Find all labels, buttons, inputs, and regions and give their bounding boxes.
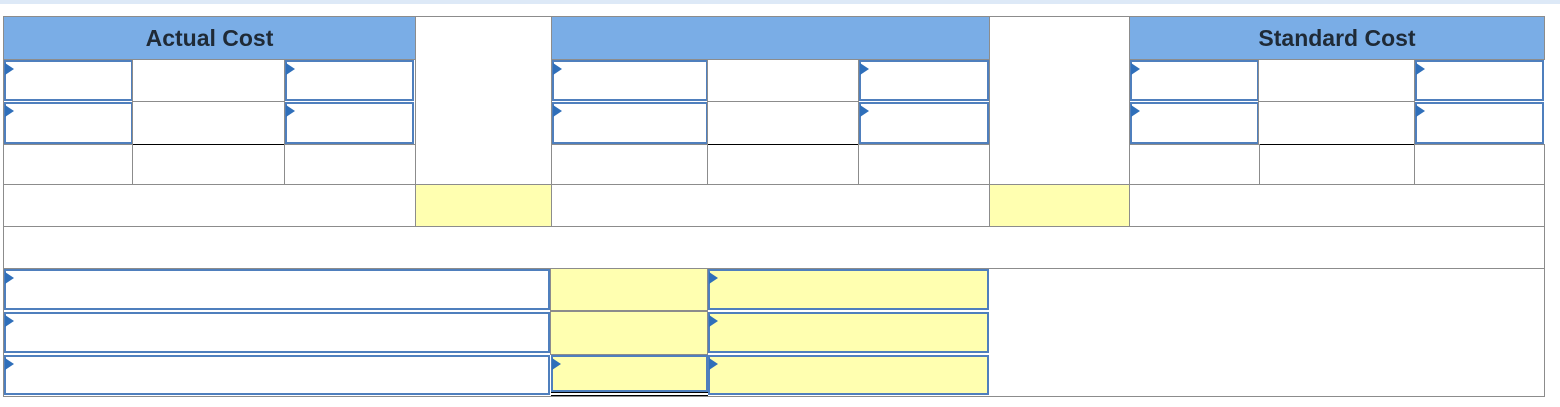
dropdown-marker-icon xyxy=(286,63,295,75)
variance-type-dropdown-2[interactable] xyxy=(708,312,989,353)
header-actual-cost: Actual Cost xyxy=(3,16,416,60)
mid-quantity-input-2[interactable] xyxy=(552,102,708,144)
actual-cost-cell xyxy=(3,144,133,185)
dropdown-marker-icon xyxy=(1131,63,1140,75)
dropdown-marker-icon xyxy=(860,63,869,75)
header-middle xyxy=(551,16,990,60)
mid-price-dropdown-1[interactable] xyxy=(859,60,989,101)
dropdown-marker-icon xyxy=(286,105,295,117)
mid-cost-cell xyxy=(707,59,859,102)
actual-cost-cell xyxy=(132,101,285,145)
mid-cost-cell xyxy=(551,144,708,185)
mid-cost-cell xyxy=(707,144,859,185)
std-price-input-2[interactable] xyxy=(1415,102,1544,144)
header-standard-cost: Standard Cost xyxy=(1129,16,1545,60)
actual-price-dropdown-1[interactable] xyxy=(285,60,414,101)
std-quantity-dropdown-1[interactable] xyxy=(1130,60,1259,101)
dropdown-marker-icon xyxy=(553,105,562,117)
mid-cost-cell xyxy=(858,144,990,185)
std-cost-cell xyxy=(1259,144,1415,185)
variance-label-dropdown-1[interactable] xyxy=(4,269,550,310)
actual-price-input-2[interactable] xyxy=(285,102,414,144)
variance-amount-2 xyxy=(550,311,708,355)
std-price-dropdown-1[interactable] xyxy=(1415,60,1544,101)
dropdown-marker-icon xyxy=(553,63,562,75)
dropdown-marker-icon xyxy=(5,272,14,284)
dropdown-marker-icon xyxy=(1416,63,1425,75)
actual-quantity-input-2[interactable] xyxy=(4,102,133,144)
actual-cost-cell xyxy=(284,144,416,185)
variance-label-dropdown-3[interactable] xyxy=(4,355,550,395)
top-accent-bar xyxy=(0,0,1560,4)
std-cost-cell xyxy=(1129,144,1260,185)
dropdown-marker-icon xyxy=(5,315,14,327)
underline xyxy=(1260,144,1414,145)
actual-cost-cell xyxy=(132,144,285,185)
spacer-column-2 xyxy=(989,16,1130,185)
variance-amount-1 xyxy=(550,268,708,311)
actual-quantity-dropdown-1[interactable] xyxy=(4,60,133,101)
variance-total-input[interactable] xyxy=(551,355,708,392)
variance-type-dropdown-1[interactable] xyxy=(708,269,989,310)
variance-cell-2 xyxy=(989,184,1130,227)
dropdown-marker-icon xyxy=(709,358,718,370)
std-total-cell xyxy=(1129,184,1545,227)
spacer-column-1 xyxy=(415,16,552,185)
underline xyxy=(133,144,284,145)
std-cost-cell xyxy=(1414,144,1545,185)
std-cost-cell xyxy=(1258,101,1415,145)
std-quantity-input-2[interactable] xyxy=(1130,102,1259,144)
std-cost-cell xyxy=(1258,59,1415,102)
variance-type-dropdown-3[interactable] xyxy=(708,355,989,395)
dropdown-marker-icon xyxy=(1131,105,1140,117)
dropdown-marker-icon xyxy=(5,358,14,370)
mid-quantity-dropdown-1[interactable] xyxy=(552,60,708,101)
double-underline xyxy=(551,392,708,396)
mid-total-cell xyxy=(551,184,990,227)
dropdown-marker-icon xyxy=(5,63,14,75)
underline xyxy=(708,144,858,145)
actual-cost-cell xyxy=(132,59,285,102)
dropdown-marker-icon xyxy=(5,105,14,117)
dropdown-marker-icon xyxy=(552,358,561,370)
dropdown-marker-icon xyxy=(709,315,718,327)
mid-cost-cell xyxy=(707,101,859,145)
blank-row xyxy=(3,226,1545,269)
variance-label-dropdown-2[interactable] xyxy=(4,312,550,353)
variance-cell-1 xyxy=(415,184,552,227)
actual-total-cell xyxy=(3,184,416,227)
dropdown-marker-icon xyxy=(709,272,718,284)
dropdown-marker-icon xyxy=(860,105,869,117)
mid-price-input-2[interactable] xyxy=(859,102,989,144)
dropdown-marker-icon xyxy=(1416,105,1425,117)
